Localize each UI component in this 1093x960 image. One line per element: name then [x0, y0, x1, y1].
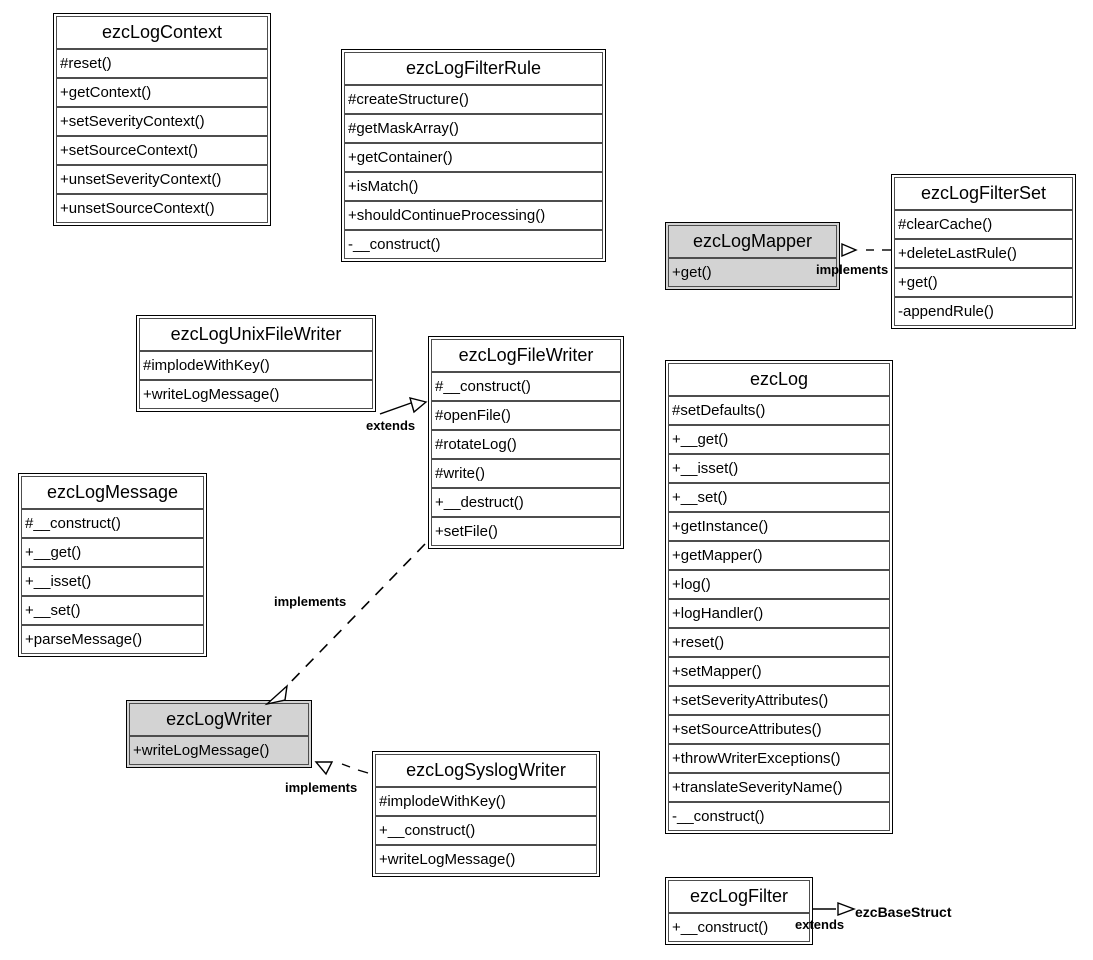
relation-implements-filewriter-writer: [264, 543, 426, 706]
class-member: #openFile(): [431, 401, 621, 430]
class-name-ezclog: ezcLog: [668, 363, 890, 396]
class-name-ezclogwriter: ezcLogWriter: [129, 703, 309, 736]
class-name-ezclogmessage: ezcLogMessage: [21, 476, 204, 509]
class-member: #getMaskArray(): [344, 114, 603, 143]
class-name-ezclogfilterset: ezcLogFilterSet: [894, 177, 1073, 210]
class-member: +translateSeverityName(): [668, 773, 890, 802]
class-box-ezclogwriter[interactable]: ezcLogWriter +writeLogMessage(): [126, 700, 312, 768]
class-member: +setSourceContext(): [56, 136, 268, 165]
class-member: +getMapper(): [668, 541, 890, 570]
class-name-ezclogfilterrule: ezcLogFilterRule: [344, 52, 603, 85]
class-member: -__construct(): [344, 230, 603, 259]
class-member: +setSeverityAttributes(): [668, 686, 890, 715]
class-member: +setFile(): [431, 517, 621, 546]
class-member: #setDefaults(): [668, 396, 890, 425]
class-member: +setMapper(): [668, 657, 890, 686]
class-member: +__construct(): [375, 816, 597, 845]
class-member: +isMatch(): [344, 172, 603, 201]
class-box-ezclogfilterset[interactable]: ezcLogFilterSet #clearCache() +deleteLas…: [891, 174, 1076, 329]
relation-extends-unixfilewriter-filewriter: [379, 397, 428, 415]
class-box-ezclogfilterrule[interactable]: ezcLogFilterRule #createStructure() #get…: [341, 49, 606, 262]
class-member: +deleteLastRule(): [894, 239, 1073, 268]
class-name-ezclogfilter: ezcLogFilter: [668, 880, 810, 913]
class-member: +__isset(): [21, 567, 204, 596]
class-member: +getInstance(): [668, 512, 890, 541]
class-member: #createStructure(): [344, 85, 603, 114]
class-box-ezclogmapper[interactable]: ezcLogMapper +get(): [665, 222, 840, 290]
class-member: +reset(): [668, 628, 890, 657]
class-member: +__get(): [668, 425, 890, 454]
class-member: #clearCache(): [894, 210, 1073, 239]
class-member: #implodeWithKey(): [375, 787, 597, 816]
class-name-ezclogsyslogwriter: ezcLogSyslogWriter: [375, 754, 597, 787]
class-member: +log(): [668, 570, 890, 599]
class-box-ezclogfilter[interactable]: ezcLogFilter +__construct(): [665, 877, 813, 945]
class-member: +__set(): [21, 596, 204, 625]
class-box-ezclogunixfilewriter[interactable]: ezcLogUnixFileWriter #implodeWithKey() +…: [136, 315, 376, 412]
relation-label-implements-filterset-mapper: implements: [816, 262, 889, 277]
class-member: #write(): [431, 459, 621, 488]
class-member: +unsetSourceContext(): [56, 194, 268, 223]
class-member: +logHandler(): [668, 599, 890, 628]
class-box-ezclogsyslogwriter[interactable]: ezcLogSyslogWriter #implodeWithKey() +__…: [372, 751, 600, 877]
relation-implements-syslogwriter-writer: [314, 761, 369, 776]
class-member: +parseMessage(): [21, 625, 204, 654]
class-member: +getContext(): [56, 78, 268, 107]
class-member: +writeLogMessage(): [129, 736, 309, 765]
class-member: +setSourceAttributes(): [668, 715, 890, 744]
class-member: +__set(): [668, 483, 890, 512]
class-box-ezclogcontext[interactable]: ezcLogContext #reset() +getContext() +se…: [53, 13, 271, 226]
class-member: +__get(): [21, 538, 204, 567]
class-member: #implodeWithKey(): [139, 351, 373, 380]
class-box-ezclog[interactable]: ezcLog #setDefaults() +__get() +__isset(…: [665, 360, 893, 834]
relation-label-extends-filter-basestruct: extends: [795, 917, 845, 932]
class-member: -__construct(): [668, 802, 890, 831]
class-name-ezclogmapper: ezcLogMapper: [668, 225, 837, 258]
class-member: +throwWriterExceptions(): [668, 744, 890, 773]
class-member: #rotateLog(): [431, 430, 621, 459]
class-member: #__construct(): [431, 372, 621, 401]
class-member: +get(): [894, 268, 1073, 297]
class-member: #reset(): [56, 49, 268, 78]
class-member: +shouldContinueProcessing(): [344, 201, 603, 230]
class-member: +unsetSeverityContext(): [56, 165, 268, 194]
class-name-ezclogcontext: ezcLogContext: [56, 16, 268, 49]
class-member: -appendRule(): [894, 297, 1073, 326]
class-member: +__construct(): [668, 913, 810, 942]
class-name-ezclogfilewriter: ezcLogFileWriter: [431, 339, 621, 372]
class-box-ezclogmessage[interactable]: ezcLogMessage #__construct() +__get() +_…: [18, 473, 207, 657]
class-box-ezclogfilewriter[interactable]: ezcLogFileWriter #__construct() #openFil…: [428, 336, 624, 549]
class-member: +getContainer(): [344, 143, 603, 172]
class-member: +setSeverityContext(): [56, 107, 268, 136]
class-member: +__destruct(): [431, 488, 621, 517]
relation-label-extends-unixfilewriter-filewriter: extends: [366, 418, 416, 433]
class-member: +__isset(): [668, 454, 890, 483]
relation-label-implements-filewriter-writer: implements: [274, 594, 347, 609]
relation-label-implements-syslogwriter-writer: implements: [285, 780, 358, 795]
class-member: #__construct(): [21, 509, 204, 538]
class-member: +writeLogMessage(): [139, 380, 373, 409]
external-class-label-ezcbasestruct: ezcBaseStruct: [855, 904, 952, 920]
class-member: +writeLogMessage(): [375, 845, 597, 874]
class-member: +get(): [668, 258, 837, 287]
class-name-ezclogunixfilewriter: ezcLogUnixFileWriter: [139, 318, 373, 351]
